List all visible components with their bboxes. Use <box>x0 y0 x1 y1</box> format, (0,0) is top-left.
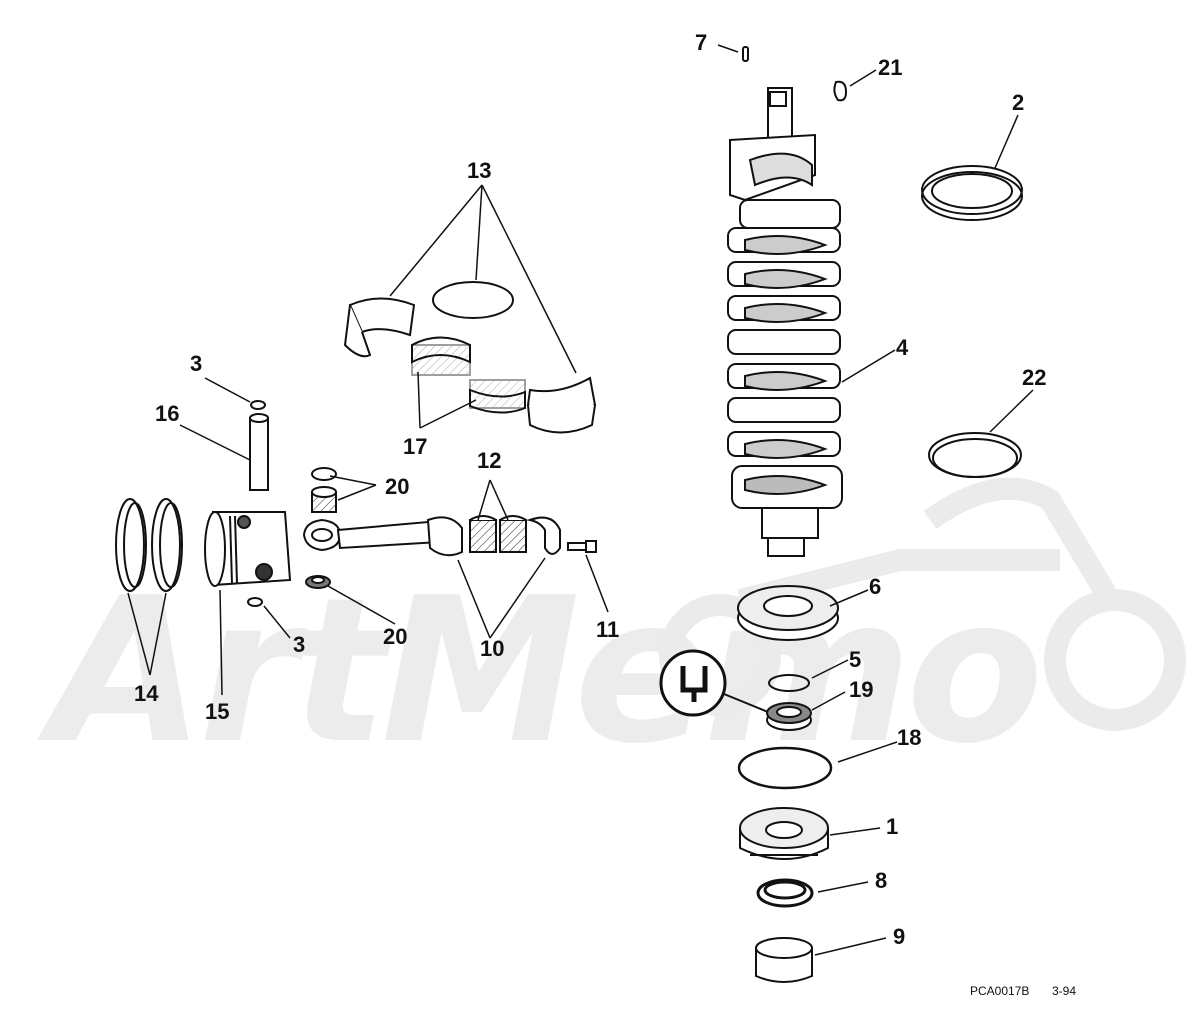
leader-lines <box>127 44 1034 956</box>
callout-14: 14 <box>134 681 159 706</box>
o-ring-part-18 <box>737 746 833 790</box>
callout-20-bottom: 20 <box>383 624 408 649</box>
callout-10: 10 <box>480 636 505 661</box>
woodruff-key-part-21 <box>833 80 848 102</box>
piston-pin-part-16 <box>249 413 269 491</box>
bearing-part-6 <box>737 585 839 641</box>
seal-ring-part-2 <box>921 165 1023 221</box>
ring-part-22 <box>928 432 1022 478</box>
callout-4: 4 <box>896 335 909 360</box>
connecting-rod-part-10 <box>302 516 561 557</box>
retaining-clip-part-3-bottom <box>247 597 263 607</box>
callout-3-bottom: 3 <box>293 632 306 657</box>
callout-3-top: 3 <box>190 351 203 376</box>
callout-17: 17 <box>403 434 428 459</box>
drawing-date: 3-94 <box>1052 984 1077 998</box>
seal-part-19 <box>766 702 812 731</box>
callout-9: 9 <box>893 924 906 949</box>
crankshaft <box>727 87 843 557</box>
callout-20-top: 20 <box>385 474 410 499</box>
callout-5: 5 <box>849 647 862 672</box>
washers-bearing-part-20 <box>305 467 337 589</box>
callout-15: 15 <box>205 699 230 724</box>
bolt-part-11 <box>567 540 597 553</box>
callout-22: 22 <box>1022 365 1047 390</box>
piston-part-15 <box>204 511 292 587</box>
needle-cages-part-12 <box>469 515 527 553</box>
callout-16: 16 <box>155 401 180 426</box>
callout-19: 19 <box>849 677 874 702</box>
pin-part-7 <box>742 46 749 62</box>
callout-12: 12 <box>477 448 502 473</box>
callout-8: 8 <box>875 868 888 893</box>
bushing-part-9 <box>755 937 813 983</box>
piston-rings-part-14 <box>115 498 183 592</box>
seal-part-8 <box>756 878 814 908</box>
service-note-icon <box>659 649 769 717</box>
bearing-halves-part-13 <box>343 281 597 434</box>
callout-11: 11 <box>596 617 620 642</box>
retainer-part-1 <box>739 807 829 860</box>
callout-6: 6 <box>869 574 882 599</box>
callout-18: 18 <box>897 725 922 750</box>
callout-1: 1 <box>886 814 899 839</box>
callout-13: 13 <box>467 158 492 183</box>
ring-part-5 <box>768 674 810 692</box>
callout-21: 21 <box>878 55 903 80</box>
callout-2: 2 <box>1012 90 1025 115</box>
callout-7: 7 <box>695 30 708 55</box>
drawing-code: PCA0017B <box>970 984 1030 998</box>
needle-cage-part-17 <box>411 336 526 414</box>
retaining-clip-part-3-top <box>250 400 266 410</box>
